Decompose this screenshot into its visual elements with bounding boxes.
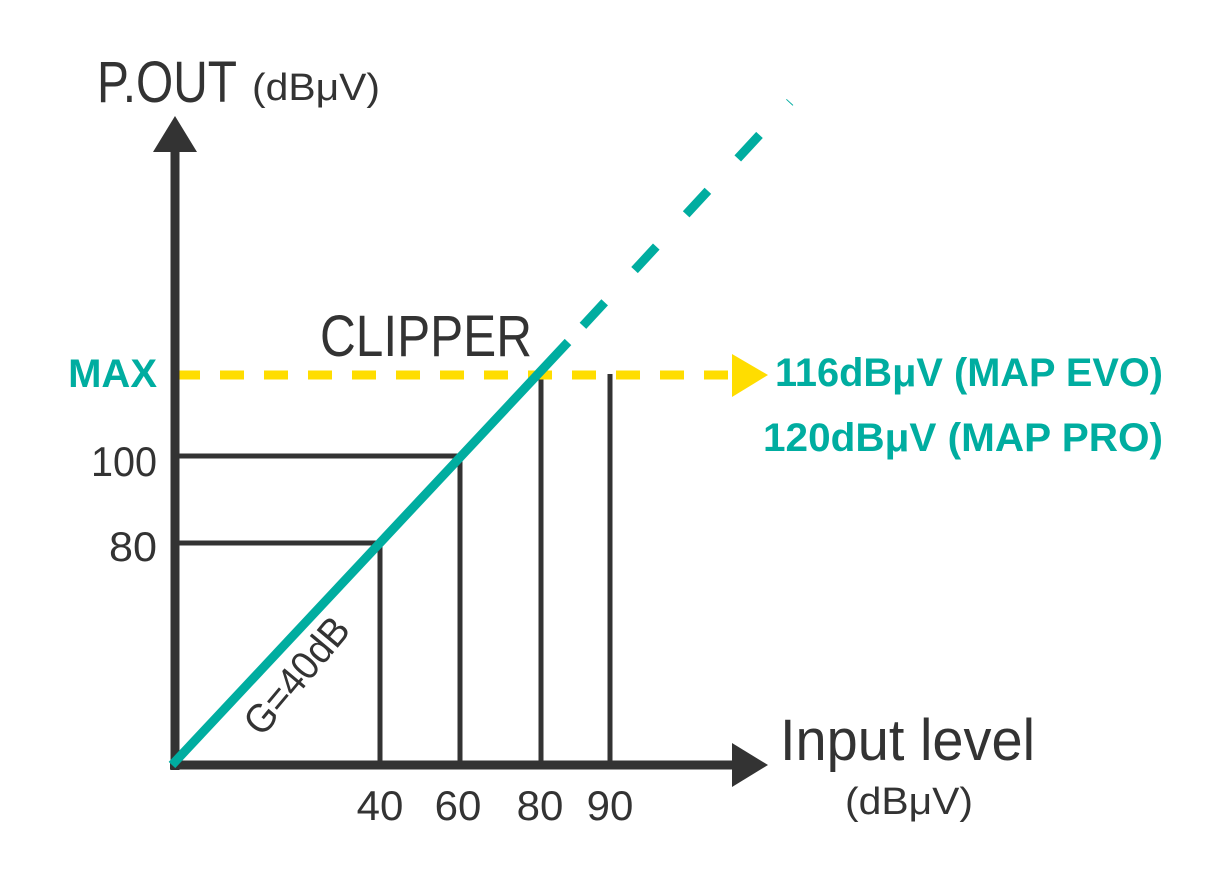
clipper-label: CLIPPER [320, 304, 532, 369]
x-axis-arrow-icon [732, 743, 768, 787]
y-axis-title: P.OUT [97, 50, 237, 115]
x-tick-40: 40 [357, 782, 404, 829]
y-axis-arrow-icon [153, 116, 197, 152]
y-tick-80: 80 [109, 523, 157, 570]
x-tick-80: 80 [517, 782, 564, 829]
max-arrow-icon [732, 354, 768, 397]
max-value-pro: 120dBμV (MAP PRO) [763, 416, 1163, 460]
y-axis-unit: (dBμV) [252, 67, 380, 109]
x-tick-60: 60 [435, 782, 482, 829]
gain-line-extrapolated [564, 98, 794, 346]
x-axis-unit: (dBμV) [845, 781, 973, 823]
max-value-evo: 116dBμV (MAP EVO) [775, 351, 1163, 395]
gain-line [168, 338, 572, 769]
x-tick-90: 90 [587, 782, 634, 829]
x-axis-title: Input level [780, 708, 1035, 773]
max-label: MAX [68, 352, 157, 396]
y-tick-100: 100 [91, 438, 157, 485]
